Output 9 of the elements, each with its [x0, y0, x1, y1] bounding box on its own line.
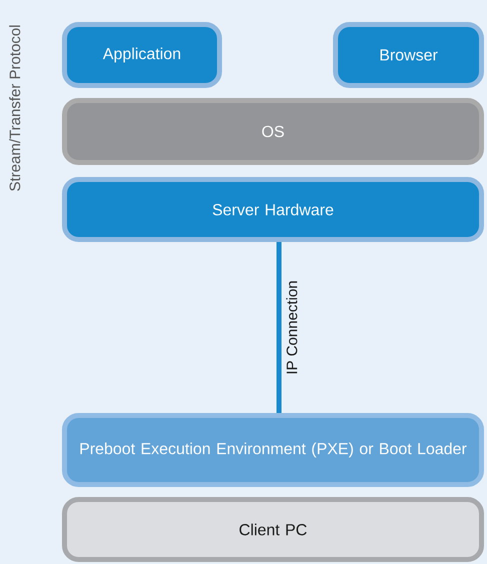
layer-box: Preboot Execution Environment (PXE) or Boot Loader	[62, 413, 484, 487]
layer-box: Client PC	[62, 497, 484, 562]
edge-label: IP Connection	[285, 279, 298, 376]
layer-box: Server Hardware	[62, 177, 484, 242]
side-label: Stream/Transfer Protocol	[9, 26, 20, 191]
layer-box: Browser	[333, 22, 484, 88]
connector-line	[276, 242, 282, 413]
layer-box: Application	[62, 22, 222, 88]
layer-box: OS	[62, 98, 484, 165]
